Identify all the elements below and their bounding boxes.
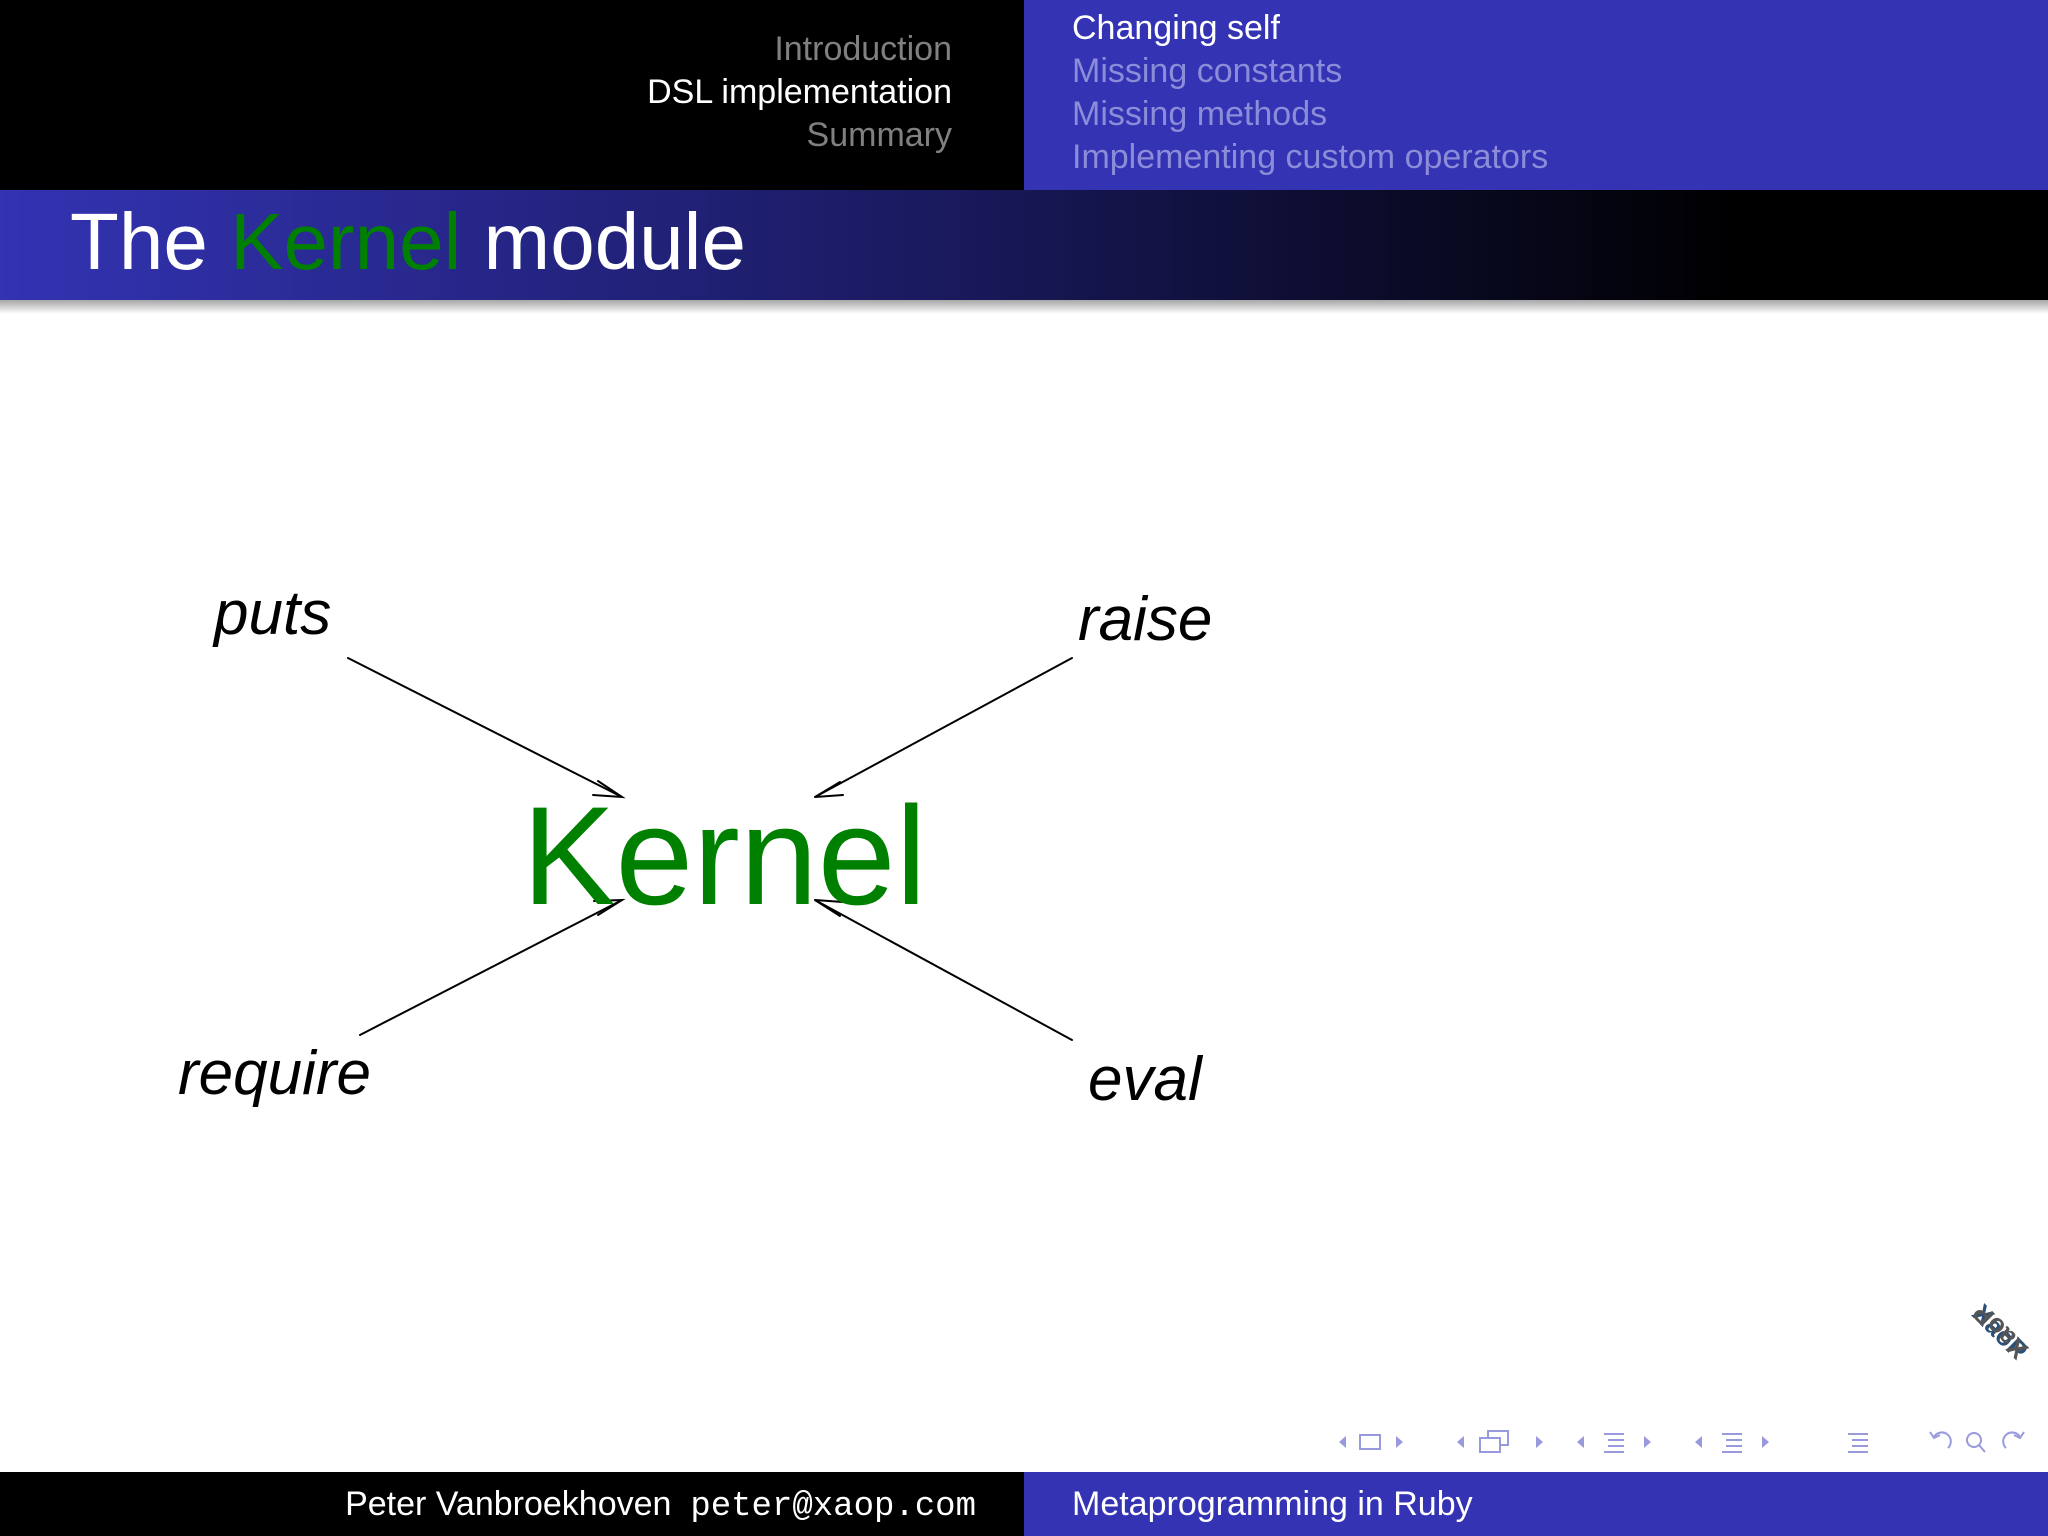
slides-icon[interactable] [1479,1437,1501,1453]
frame-icon[interactable] [1359,1434,1381,1450]
document-icon[interactable] [1848,1433,1868,1453]
nav-subsection-prev-icon[interactable] [1577,1436,1584,1448]
title-highlight: Kernel [230,197,462,286]
footer-talk-title: Metaprogramming in Ruby [1072,1485,1473,1523]
section-icon[interactable] [1722,1433,1742,1453]
footer-author-bar: Peter Vanbroekhoven peter@xaop.com [0,1472,1024,1536]
arrowhead-raise [814,781,844,798]
kernel-label: Kernel [522,777,927,934]
arrow-puts [347,657,623,798]
back-arrowhead [1929,1431,1941,1440]
forward-icon[interactable] [2002,1431,2021,1449]
search-icon[interactable] [1966,1432,1982,1448]
subsection-icon[interactable] [1604,1433,1624,1453]
title-prefix: The [70,197,231,286]
footer-author: Peter Vanbroekhoven peter@xaop.com [345,1485,976,1526]
arrow-eval [814,899,1073,1041]
search-icon-handle [1978,1444,1986,1453]
method-puts: puts [214,579,332,648]
nav-frame-controls [1339,1434,1403,1450]
frame-title-bar [0,190,2048,300]
footer-title-bar: Metaprogramming in Ruby [1024,1472,2048,1536]
subsection-custom-operators[interactable]: Implementing custom operators [1072,138,1549,176]
arrow-raise [814,657,1073,798]
subsection-missing-methods[interactable]: Missing methods [1072,95,1328,133]
nav-section-controls [1695,1433,1769,1453]
section-summary[interactable]: Summary [806,116,952,154]
nav-slide-next-icon[interactable] [1536,1436,1543,1448]
nav-frame-prev-icon[interactable] [1339,1436,1346,1448]
author-email: peter@xaop.com [690,1488,976,1526]
subsection-missing-constants[interactable]: Missing constants [1072,52,1343,90]
subsection-navigation: Changing self Missing constants Missing … [1024,0,2048,190]
method-raise: raise [1078,585,1213,654]
method-eval: eval [1088,1045,1202,1114]
nav-document-controls [1848,1433,1868,1453]
arrowhead-require [593,898,626,916]
arrow-require [359,899,623,1036]
back-icon[interactable] [1933,1431,1952,1449]
arrowhead-eval [814,899,844,917]
nav-search-controls [1929,1431,2025,1453]
nav-slide-prev-icon[interactable] [1457,1436,1464,1448]
frame-title: The Kernel module [70,196,746,288]
title-suffix: module [461,197,746,286]
author-name: Peter Vanbroekhoven [345,1485,672,1523]
section-introduction[interactable]: Introduction [774,30,952,68]
section-navigation: Introduction DSL implementation Summary [0,0,1024,190]
arrowhead-puts [592,780,626,799]
forward-arrowhead [2013,1431,2025,1440]
nav-subsection-next-icon[interactable] [1644,1436,1651,1448]
subsection-changing-self[interactable]: Changing self [1072,9,1280,47]
nav-subsection-controls [1577,1433,1651,1453]
nav-section-prev-icon[interactable] [1695,1436,1702,1448]
section-dsl-implementation[interactable]: DSL implementation [647,73,952,111]
nav-section-next-icon[interactable] [1762,1436,1769,1448]
method-require: require [178,1039,371,1108]
nav-frame-next-icon[interactable] [1396,1436,1403,1448]
nav-slide-controls [1457,1430,1543,1453]
title-bar-shadow [0,300,2048,314]
xaop-logo: XaoP XaoP [1967,1298,2034,1365]
